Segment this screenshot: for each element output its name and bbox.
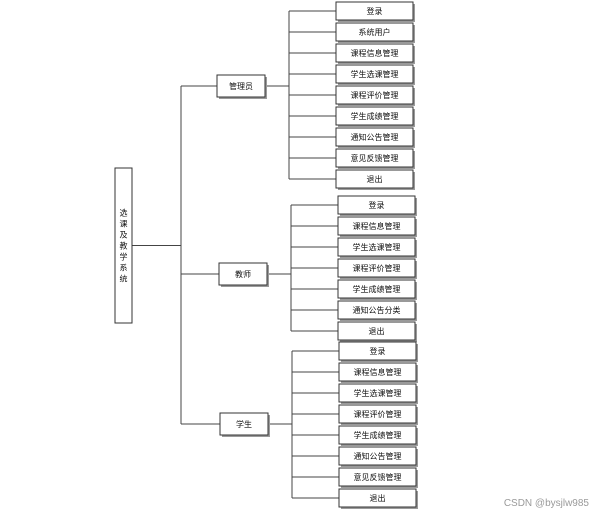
- child-node-2-5: 通知公告管理: [338, 446, 418, 467]
- child-node-0-6-label: 通知公告管理: [351, 132, 399, 142]
- child-node-0-6: 通知公告管理: [335, 127, 415, 148]
- child-node-1-2-label: 学生选课管理: [353, 242, 401, 252]
- child-node-1-6-label: 退出: [369, 326, 385, 336]
- child-node-1-3: 课程评价管理: [337, 258, 417, 279]
- child-node-0-4-label: 课程评价管理: [351, 90, 399, 100]
- child-node-0-7: 意见反馈管理: [335, 148, 415, 169]
- child-node-2-5-label: 通知公告管理: [354, 451, 402, 461]
- child-node-1-6: 退出: [337, 321, 417, 342]
- child-node-0-4: 课程评价管理: [335, 85, 415, 106]
- child-node-1-4-label: 学生成绩管理: [353, 284, 401, 294]
- diagram-nodes: 选课及教学系统管理员登录系统用户课程信息管理学生选课管理课程评价管理学生成绩管理…: [114, 1, 418, 509]
- root-node-label: 选课及教学系统: [120, 208, 128, 284]
- child-node-2-1-label: 课程信息管理: [354, 367, 402, 377]
- root-node: 选课及教学系统: [114, 167, 133, 324]
- child-node-0-3-label: 学生选课管理: [351, 69, 399, 79]
- connector-lines: [132, 10, 339, 499]
- child-node-0-8-label: 退出: [367, 174, 383, 184]
- group-node-0: 管理员: [216, 74, 267, 99]
- group-node-2: 学生: [219, 412, 270, 437]
- child-node-2-6-label: 意见反馈管理: [354, 472, 402, 482]
- child-node-0-1-label: 系统用户: [359, 27, 391, 37]
- group-node-1-label: 教师: [235, 269, 251, 279]
- child-node-1-5: 通知公告分类: [337, 300, 417, 321]
- child-node-0-1: 系统用户: [335, 22, 415, 43]
- child-node-2-2: 学生选课管理: [338, 383, 418, 404]
- group-node-2-label: 学生: [236, 419, 252, 429]
- watermark-text: CSDN @bysjlw985: [503, 498, 589, 509]
- child-node-1-0-label: 登录: [369, 200, 385, 210]
- child-node-0-5-label: 学生成绩管理: [351, 111, 399, 121]
- child-node-1-0: 登录: [337, 195, 417, 216]
- child-node-1-5-label: 通知公告分类: [353, 305, 401, 315]
- child-node-0-0-label: 登录: [367, 6, 383, 16]
- group-node-1: 教师: [218, 262, 269, 287]
- child-node-2-3: 课程评价管理: [338, 404, 418, 425]
- child-node-2-0: 登录: [338, 341, 418, 362]
- child-node-2-2-label: 学生选课管理: [354, 388, 402, 398]
- child-node-2-7-label: 退出: [370, 493, 386, 503]
- child-node-0-5: 学生成绩管理: [335, 106, 415, 127]
- child-node-1-4: 学生成绩管理: [337, 279, 417, 300]
- child-node-2-4-label: 学生成绩管理: [354, 430, 402, 440]
- child-node-1-1: 课程信息管理: [337, 216, 417, 237]
- child-node-0-8: 退出: [335, 169, 415, 190]
- child-node-1-3-label: 课程评价管理: [353, 263, 401, 273]
- child-node-0-2-label: 课程信息管理: [351, 48, 399, 58]
- child-node-0-3: 学生选课管理: [335, 64, 415, 85]
- child-node-2-0-label: 登录: [370, 346, 386, 356]
- child-node-0-2: 课程信息管理: [335, 43, 415, 64]
- child-node-2-6: 意见反馈管理: [338, 467, 418, 488]
- child-node-0-0: 登录: [335, 1, 415, 22]
- group-node-0-label: 管理员: [229, 81, 253, 91]
- child-node-2-4: 学生成绩管理: [338, 425, 418, 446]
- child-node-2-7: 退出: [338, 488, 418, 509]
- child-node-2-1: 课程信息管理: [338, 362, 418, 383]
- child-node-1-2: 学生选课管理: [337, 237, 417, 258]
- child-node-0-7-label: 意见反馈管理: [351, 153, 399, 163]
- child-node-1-1-label: 课程信息管理: [353, 221, 401, 231]
- child-node-2-3-label: 课程评价管理: [354, 409, 402, 419]
